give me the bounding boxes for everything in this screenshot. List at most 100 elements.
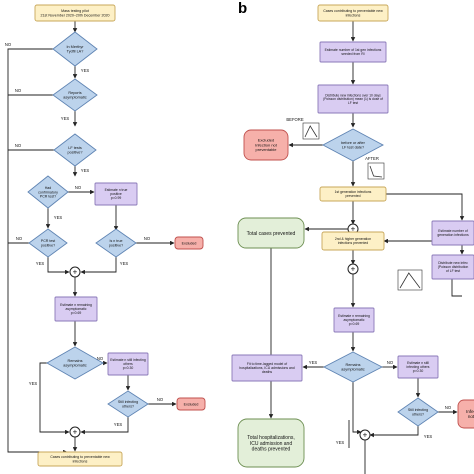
left-p2-box-text-line-1: Estimate n remaining <box>60 303 92 307</box>
right-excluded-box-text-line-1: Excluded <box>258 138 274 143</box>
left-start-box-text-line-2: 21st November 2020–20th December 2020 <box>41 13 110 17</box>
left-excluded1-box-text: Excluded <box>182 241 197 245</box>
left-p1-box <box>94 182 138 206</box>
right-model-box-text-line-1: Fit to time-lagged model of <box>247 362 287 366</box>
right-d2-no-label: NO <box>387 360 394 365</box>
before-label: BEFORE <box>286 117 303 122</box>
edge-gen1-p3 <box>386 193 465 221</box>
right-p4-box <box>431 254 474 280</box>
right-excluded2-box <box>457 399 474 429</box>
left-p2-box <box>54 296 98 322</box>
left-excluded2-box-text: Excluded <box>184 402 199 406</box>
left-d5-yes-label: YES <box>36 261 45 266</box>
left-d4-diamond-text-line-2: confirmatory <box>38 190 58 194</box>
right-d2-diamond <box>323 351 383 383</box>
left-d4-diamond-text-line-1: Had <box>45 186 52 190</box>
right-start-box-text-line-2: infections <box>346 13 361 17</box>
left-end-box <box>37 451 123 467</box>
left-excluded2-box <box>176 397 206 411</box>
left-end-box-text-line-1: Cases contributing to preventable new <box>50 455 110 459</box>
right-d1-diamond-text-line-1: before or after <box>341 141 366 145</box>
right-gen1-box-text-line-1: 1st generation infections <box>335 190 372 194</box>
right-d3-diamond <box>397 397 439 427</box>
left-p3-box-text-line-1: Estimate n still infecting <box>110 358 146 362</box>
left-p3-box <box>107 352 149 376</box>
right-p3-box-text-line-2: generation infections <box>437 233 469 237</box>
right-d2-yes-label: YES <box>309 360 318 365</box>
poisson-icon-after <box>367 162 385 180</box>
right-p6-box <box>397 355 439 379</box>
left-d6-diamond <box>95 228 137 258</box>
left-p1-box-text-line-1: Estimate n true <box>105 188 128 192</box>
right-d2-diamond-text-line-1: Remains <box>346 363 361 367</box>
left-p1-box-text-line-2: positive <box>110 192 122 196</box>
left-d5-diamond-text-line-2: positive? <box>41 243 55 247</box>
right-d3-diamond-text-line-2: others? <box>412 412 424 416</box>
right-gen1-box-text-line-2: prevented <box>345 194 360 198</box>
left-d1-no-label: NO <box>5 42 12 47</box>
left-d7-diamond-text-line-1: Remains <box>68 359 83 363</box>
left-d1-diamond <box>52 31 98 67</box>
right-final-box-text-line-1: Total hospitalizations, <box>247 435 295 441</box>
right-excluded-box <box>243 129 289 161</box>
left-d2-diamond <box>52 78 98 112</box>
right-p1-box-text-line-1: Estimate number of 1st gen infections <box>325 48 382 52</box>
left-d2-diamond-text-line-2: asymptomatic <box>63 96 87 100</box>
left-start-box <box>34 4 116 22</box>
right-excluded2-box-text-line-2: not <box>468 414 474 419</box>
left-d3-diamond <box>53 133 97 167</box>
right-model-box-text-line-2: hospitalizations, ICU admissions and <box>239 366 295 370</box>
right-final-box-text-line-2: ICU admission and <box>250 441 292 447</box>
left-d4-yes-label: YES <box>54 215 63 220</box>
right-p2-box <box>317 84 389 114</box>
right-p1-box-text-line-2: seeded from RI <box>341 52 364 56</box>
left-start-box-text-line-1: Mass testing pilot <box>61 9 89 13</box>
right-p6-box-text-line-2: infecting others <box>407 365 430 369</box>
left-d6-yes-label: YES <box>120 261 129 266</box>
left-plus-1 <box>69 266 81 278</box>
left-d6-diamond-text-line-2: positive? <box>109 243 123 247</box>
right-p4-box-text-line-2: (Poisson distribution <box>438 265 469 269</box>
left-d4-diamond-text-line-3: PCR test? <box>40 195 56 199</box>
right-final-box-text-line-3: deaths prevented <box>252 447 291 453</box>
right-p4-box-text-line-1: Distribute new infec <box>438 261 468 265</box>
edge-r-d3-yes <box>369 426 419 438</box>
left-p2-box-text-line-3: p=0.69 <box>71 311 82 315</box>
left-p2-box-text-line-2: asymptomatic <box>66 307 87 311</box>
left-d3-diamond-text-line-1: LF tests <box>68 146 82 150</box>
right-plus-1-symbol: + <box>351 224 356 233</box>
poisson-icon-gen2 <box>397 269 423 291</box>
right-p4-box-text-line-3: of LF test <box>446 269 460 273</box>
left-d2-diamond-text-line-1: Reports <box>68 91 81 95</box>
left-p1-box-text-line-3: p=0.99 <box>111 196 122 200</box>
right-p5-box-text-line-1: Estimate n remaining <box>338 314 370 318</box>
left-d5-diamond <box>28 228 68 258</box>
right-excluded-box-text-line-3: preventable <box>256 147 278 152</box>
right-gen1-box <box>319 186 387 202</box>
edge-r-d2-down <box>352 382 362 435</box>
left-d3-diamond-text-line-2: positive? <box>68 151 83 155</box>
right-d1-diamond <box>322 128 384 162</box>
right-p5-box-text-line-2: asymptomatic <box>344 318 365 322</box>
left-plus-2 <box>69 426 81 438</box>
right-p3-box-text-line-1: Estimate number of <box>438 229 467 233</box>
right-gen2-box-text-line-2: infections prevented <box>338 241 368 245</box>
right-gen2-box <box>321 231 385 251</box>
right-p5-box-text-line-3: p=0.69 <box>349 322 360 326</box>
edge-p4-loop <box>451 279 462 297</box>
left-p3-box-text-line-3: p=0.30 <box>123 366 134 370</box>
left-d6-no-label: NO <box>144 236 151 241</box>
left-d7-diamond-text-line-2: asymptomatic <box>63 364 87 368</box>
right-p2-box-text-line-3: LF test <box>348 101 358 105</box>
right-plus-3 <box>359 429 371 441</box>
left-excluded1-box <box>174 236 204 250</box>
left-end-box-text-line-2: infections <box>73 459 88 463</box>
left-d7-yes-label: YES <box>29 381 38 386</box>
left-d1-diamond-text-line-2: Tydfil LA? <box>67 50 84 54</box>
right-excluded-box-text-line-2: Infection not <box>255 142 278 147</box>
right-d2-diamond-text-line-2: asymptomatic <box>341 368 365 372</box>
edge-d5-yes <box>47 257 70 275</box>
left-d1-yes-label: YES <box>81 68 90 73</box>
left-d5-no-label: NO <box>16 236 23 241</box>
edge-d1-no <box>7 48 68 455</box>
